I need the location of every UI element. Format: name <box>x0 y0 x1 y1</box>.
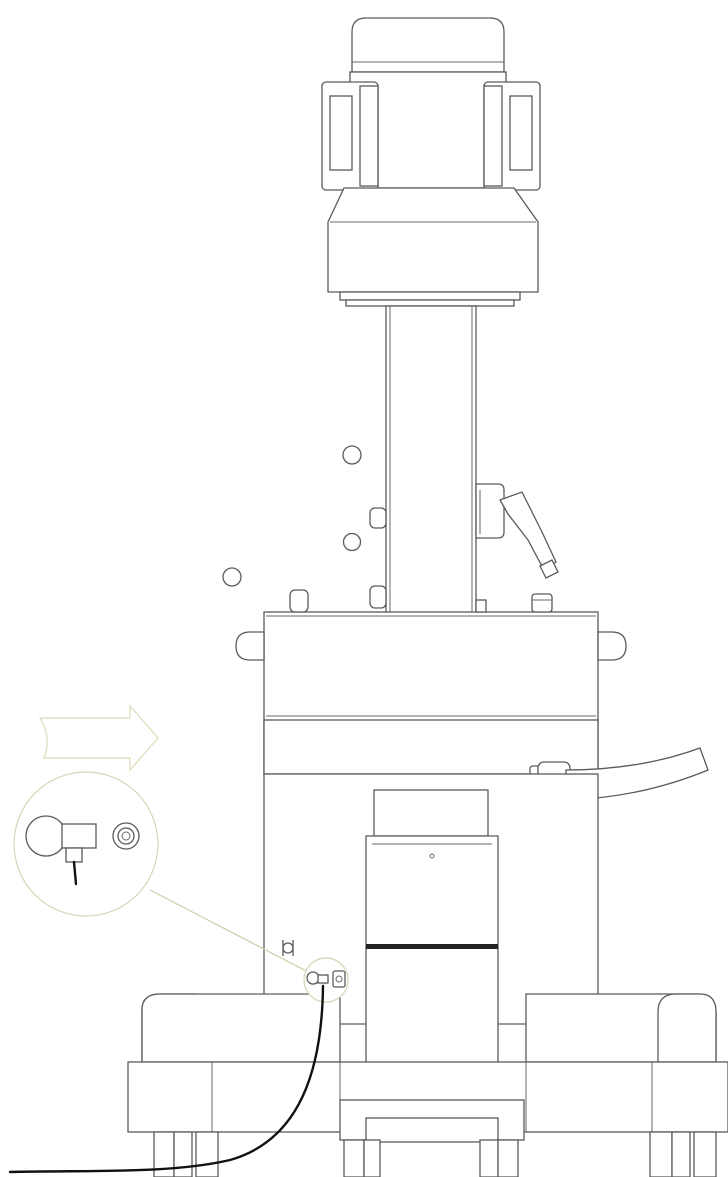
callout-leader-line <box>149 889 313 975</box>
column-lever-upper <box>342 445 387 529</box>
elbow-connector <box>475 483 559 579</box>
base <box>127 993 728 1143</box>
column-lever-lower <box>342 532 387 609</box>
carriage-black-band <box>366 944 498 949</box>
head-unit <box>321 17 541 307</box>
ground-connector <box>303 957 349 1003</box>
equipotential-ground-icon <box>282 940 294 956</box>
callout-magnifier <box>13 771 159 917</box>
ground-cable <box>8 984 325 1174</box>
wheels <box>153 1131 717 1177</box>
inner-carriage <box>365 789 499 1119</box>
cabinet <box>222 567 709 967</box>
arrow-right-icon <box>38 704 159 772</box>
